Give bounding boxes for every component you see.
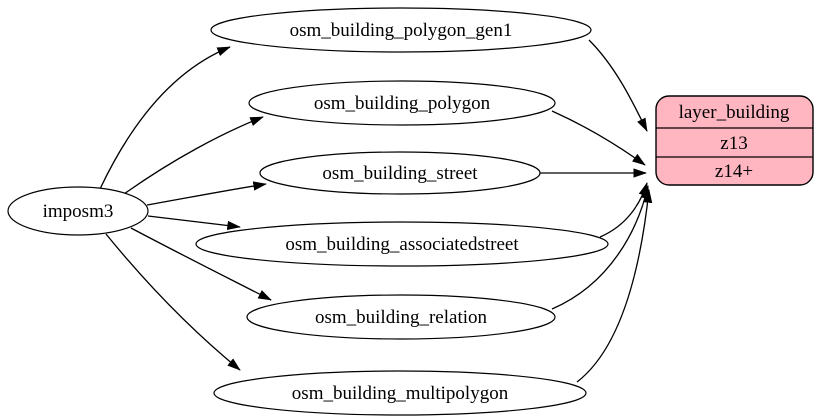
node-osm-building-multipolygon: osm_building_multipolygon <box>213 370 587 416</box>
edge-imposm3-to-polygon <box>123 116 264 195</box>
edge-imposm3-to-associatedstreet <box>147 215 241 231</box>
street-ellipse <box>259 151 541 195</box>
node-osm-building-polygon-gen1: osm_building_polygon_gen1 <box>210 7 592 53</box>
edge-polygon-to-layer-z14 <box>551 110 646 166</box>
imposm3-ellipse <box>7 186 149 236</box>
node-layer-building: layer_building z13 z14+ <box>655 95 814 186</box>
node-osm-building-associatedstreet: osm_building_associatedstreet <box>195 221 609 267</box>
street-label: osm_building_street <box>322 163 478 184</box>
layer-building-row-z14: z14+ <box>715 161 753 182</box>
node-osm-building-street: osm_building_street <box>259 151 541 195</box>
polygon-label: osm_building_polygon <box>314 93 491 114</box>
node-osm-building-relation: osm_building_relation <box>246 294 556 340</box>
node-osm-building-polygon: osm_building_polygon <box>248 80 556 126</box>
edge-imposm3-to-street <box>146 181 267 206</box>
polygon-gen1-label: osm_building_polygon_gen1 <box>290 20 513 41</box>
associatedstreet-ellipse <box>195 221 609 267</box>
edge-associatedstreet-to-layer-z14 <box>599 182 648 238</box>
edge-polygon-gen1-to-layer-z13 <box>588 39 648 132</box>
polygon-ellipse <box>248 80 556 126</box>
associatedstreet-label: osm_building_associatedstreet <box>285 234 519 255</box>
edge-imposm3-to-multipolygon <box>105 233 241 371</box>
relation-ellipse <box>246 294 556 340</box>
layer-building-title: layer_building <box>679 102 790 123</box>
edge-multipolygon-to-layer-z14 <box>576 189 653 383</box>
layer-building-row-z13: z13 <box>720 133 747 154</box>
multipolygon-ellipse <box>213 370 587 416</box>
edge-imposm3-to-polygon-gen1 <box>99 46 231 190</box>
node-imposm3: imposm3 <box>7 186 149 236</box>
imposm3-label: imposm3 <box>43 201 114 222</box>
multipolygon-label: osm_building_multipolygon <box>292 383 509 404</box>
polygon-gen1-ellipse <box>210 7 592 53</box>
edge-imposm3-to-relation <box>130 227 272 301</box>
relation-label: osm_building_relation <box>315 307 488 328</box>
layer-building-box <box>655 95 814 186</box>
